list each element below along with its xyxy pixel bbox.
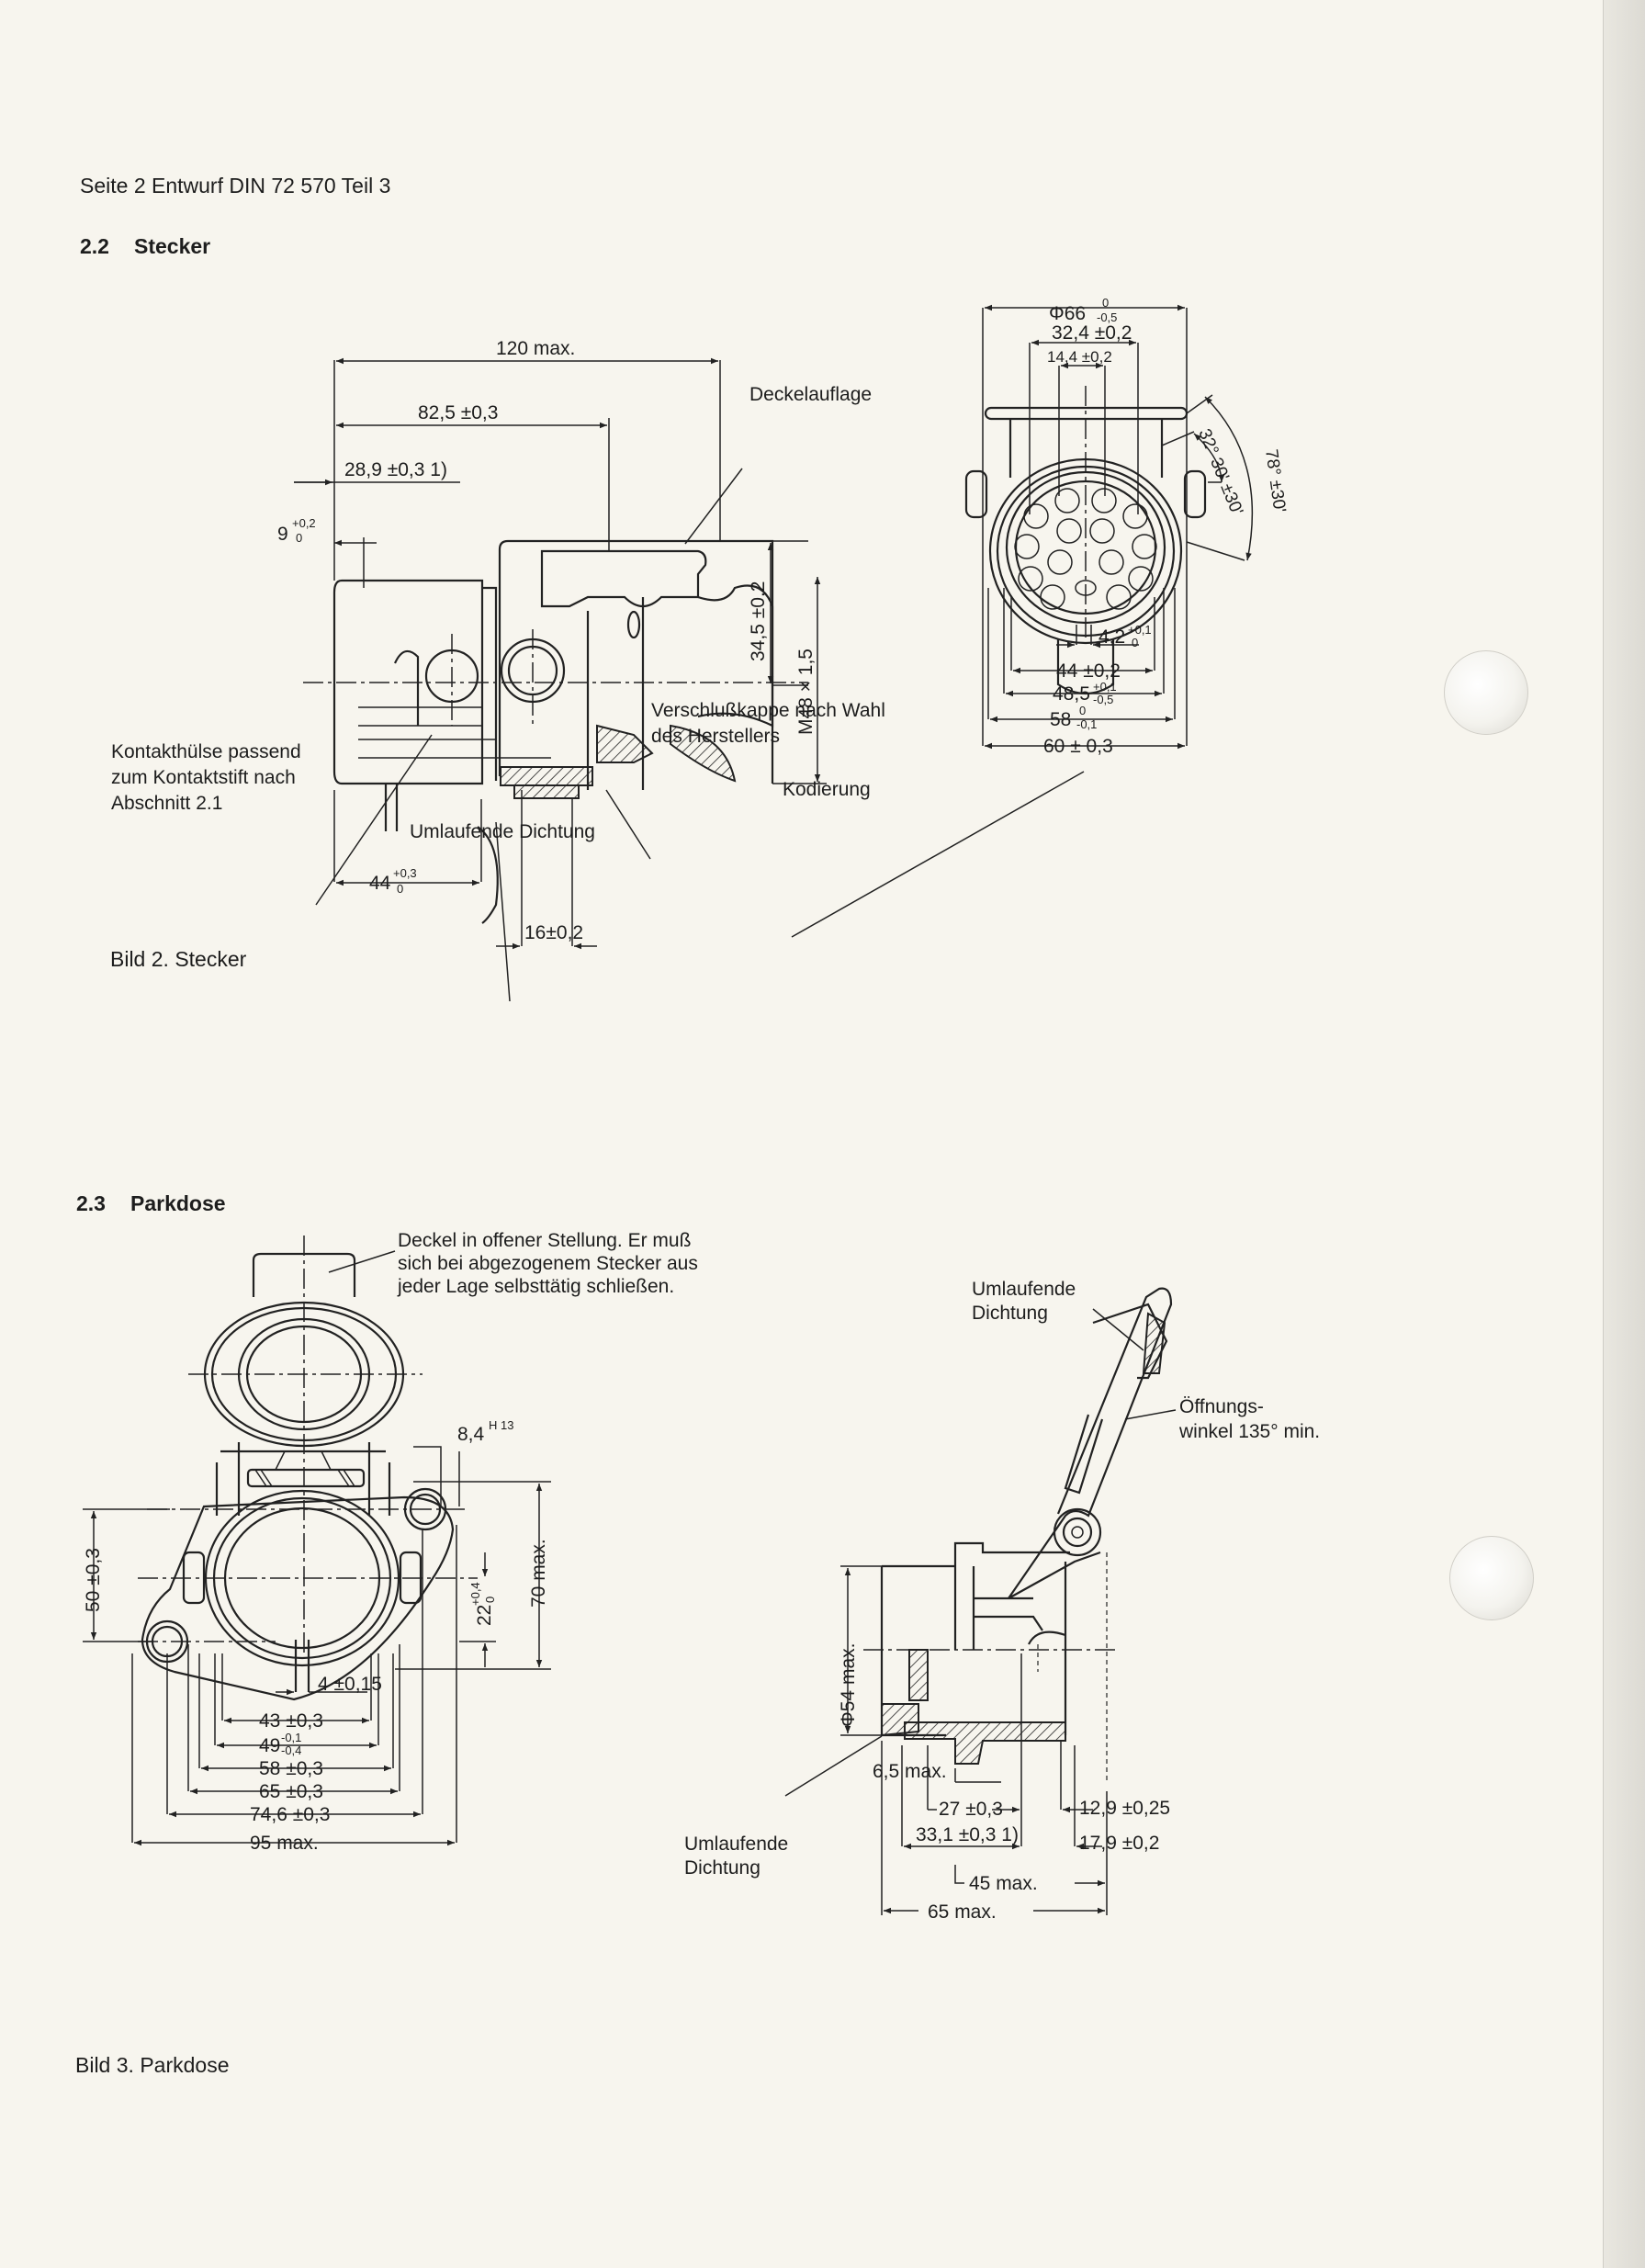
dim-60: 60 ± 0,3 bbox=[1043, 736, 1113, 757]
page-edge-shadow bbox=[1603, 0, 1645, 2268]
figure-2-caption: Bild 2. Stecker bbox=[110, 947, 247, 971]
dim-65-max: 65 max. bbox=[928, 1901, 997, 1923]
dim-16: 16±0,2 bbox=[524, 922, 583, 943]
label-kodierung: Kodierung bbox=[783, 779, 871, 800]
label-oeffnungswinkel-2: winkel 135° min. bbox=[1178, 1421, 1320, 1442]
angle-78: 78° ±30' bbox=[1261, 448, 1289, 513]
dim-phi-66-upper-tol: 0 bbox=[1102, 296, 1109, 310]
stecker-side-view bbox=[294, 357, 1085, 1002]
dim-82-5: 82,5 ±0,3 bbox=[418, 402, 498, 423]
page-header: Seite 2 Entwurf DIN 72 570 Teil 3 bbox=[80, 174, 390, 197]
dim-14-4: 14,4 ±0,2 bbox=[1047, 348, 1112, 366]
label-umlaufende-dichtung: Umlaufende Dichtung bbox=[410, 821, 595, 842]
label-dichtung-top-2: Dichtung bbox=[972, 1303, 1048, 1324]
dim-44-lower-tol: 0 bbox=[397, 882, 403, 896]
figure-3-caption: Bild 3. Parkdose bbox=[75, 2053, 229, 2077]
dim-44-02: 44 ±0,2 bbox=[1056, 660, 1121, 682]
stecker-front-view bbox=[964, 304, 1254, 750]
dim-44: 44 bbox=[369, 873, 391, 894]
dim-9: 9 bbox=[277, 524, 288, 545]
label-deckel-1: Deckel in offener Stellung. Er muß bbox=[398, 1230, 691, 1251]
dim-9-lower-tol: 0 bbox=[296, 531, 302, 545]
parkdose-side-view bbox=[784, 1287, 1177, 1915]
dim-4-2-lower-tol: 0 bbox=[1132, 636, 1138, 649]
label-dichtung-bottom: Umlaufende bbox=[684, 1834, 788, 1855]
dim-49-upper-tol: -0,1 bbox=[281, 1731, 301, 1744]
dim-58-upper-tol: 0 bbox=[1079, 704, 1086, 717]
dim-32-4: 32,4 ±0,2 bbox=[1052, 322, 1132, 344]
label-deckel-2: sich bei abgezogenem Stecker aus bbox=[398, 1253, 698, 1274]
dim-50: 50 ±0,3 bbox=[83, 1548, 104, 1612]
dim-6-5-max: 6,5 max. bbox=[873, 1761, 947, 1782]
dim-74-6: 74,6 ±0,3 bbox=[250, 1804, 330, 1825]
dim-4-2: 4,2 bbox=[1099, 626, 1125, 648]
dim-22: 22 bbox=[474, 1605, 495, 1626]
dim-48-5-upper-tol: +0,1 bbox=[1093, 680, 1117, 694]
dim-9-upper-tol: +0,2 bbox=[292, 516, 316, 530]
dim-44-upper-tol: +0,3 bbox=[393, 866, 417, 880]
label-deckelauflage: Deckelauflage bbox=[749, 384, 872, 405]
label-dichtung-top: Umlaufende bbox=[972, 1279, 1076, 1300]
dim-17-9: 17,9 ±0,2 bbox=[1079, 1833, 1159, 1854]
dim-4: 4 ±0,15 bbox=[318, 1674, 382, 1695]
dim-58: 58 bbox=[1050, 709, 1071, 730]
dim-8-4-tol: H 13 bbox=[489, 1418, 513, 1432]
dim-49-lower-tol: -0,4 bbox=[281, 1743, 301, 1757]
dim-58-03: 58 ±0,3 bbox=[259, 1758, 323, 1779]
dim-120-max: 120 max. bbox=[496, 338, 575, 359]
dim-48-5-lower-tol: -0,5 bbox=[1093, 693, 1113, 706]
dim-49: 49 bbox=[259, 1735, 280, 1756]
label-kontakthuelse: Kontakthülse passend bbox=[111, 741, 301, 762]
dim-33-1: 33,1 ±0,3 1) bbox=[916, 1824, 1019, 1845]
dim-22-lower-tol: 0 bbox=[483, 1597, 497, 1603]
dim-70-max: 70 max. bbox=[528, 1539, 549, 1608]
dim-phi-66: Φ66 bbox=[1049, 303, 1086, 324]
dim-65: 65 ±0,3 bbox=[259, 1781, 323, 1802]
section-number: 2.2 bbox=[80, 234, 109, 258]
punch-hole bbox=[1449, 1536, 1534, 1620]
dim-45-max: 45 max. bbox=[969, 1873, 1038, 1894]
punch-hole bbox=[1444, 650, 1528, 735]
section-number: 2.3 bbox=[76, 1191, 106, 1215]
dim-34-5: 34,5 ±0,2 bbox=[748, 581, 769, 661]
thread-m48: M48 × 1,5 bbox=[795, 649, 817, 735]
section-title: Parkdose bbox=[130, 1191, 226, 1215]
dim-58-lower-tol: -0,1 bbox=[1076, 717, 1097, 731]
label-kontakthuelse-2: zum Kontaktstift nach bbox=[111, 767, 296, 788]
label-verschlusskappe-2: des Herstellers bbox=[651, 726, 780, 747]
label-kontakthuelse-3: Abschnitt 2.1 bbox=[111, 793, 222, 814]
dim-95-max: 95 max. bbox=[250, 1833, 319, 1854]
label-deckel-3: jeder Lage selbsttätig schließen. bbox=[397, 1276, 674, 1297]
dim-43: 43 ±0,3 bbox=[259, 1710, 323, 1732]
label-dichtung-bottom-2: Dichtung bbox=[684, 1857, 761, 1879]
label-verschlusskappe: Verschlußkappe nach Wahl bbox=[651, 700, 885, 721]
dim-28-9: 28,9 ±0,3 1) bbox=[344, 459, 447, 480]
section-title: Stecker bbox=[134, 234, 210, 258]
dim-22-upper-tol: +0,4 bbox=[468, 1582, 482, 1606]
dim-12-9: 12,9 ±0,25 bbox=[1079, 1798, 1170, 1819]
label-oeffnungswinkel: Öffnungs- bbox=[1179, 1396, 1264, 1417]
dim-48-5: 48,5 bbox=[1053, 683, 1090, 705]
parkdose-front-view bbox=[83, 1236, 551, 1846]
dim-phi-54-max: Φ54 max. bbox=[838, 1643, 859, 1727]
dim-27: 27 ±0,3 bbox=[939, 1799, 1003, 1820]
dim-4-2-upper-tol: +0,1 bbox=[1128, 623, 1152, 637]
dim-phi-66-lower-tol: -0,5 bbox=[1097, 310, 1117, 324]
dim-8-4: 8,4 bbox=[457, 1424, 485, 1445]
